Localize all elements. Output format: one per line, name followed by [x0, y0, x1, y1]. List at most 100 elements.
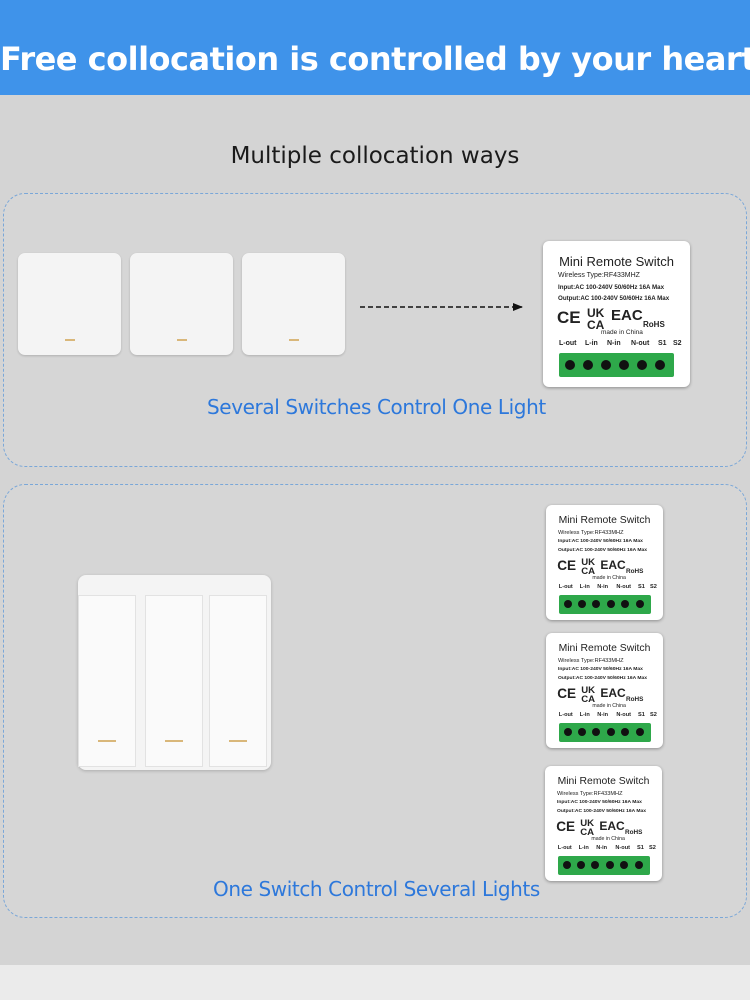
pin-label: L-in	[578, 845, 589, 852]
cert-mark: CE	[557, 686, 577, 702]
module-title: Mini Remote Switch	[559, 254, 674, 269]
module-wireless: Wireless Type:RF433MHZ	[558, 657, 624, 664]
module-output: Output:AC 100-240V 50/60Hz 16A Max	[558, 548, 648, 554]
pin-label: N-in	[596, 845, 608, 852]
screw-hole	[562, 861, 571, 870]
pin-label: S2	[649, 845, 656, 852]
pin-label: N-out	[631, 340, 650, 347]
cert-mark: CE	[557, 558, 577, 574]
cert-mark: RoHS	[643, 320, 665, 329]
module-made-in: made in China	[591, 836, 625, 843]
cert-mark: UK CA	[587, 306, 605, 332]
pin-label: S1	[658, 340, 667, 347]
indicator-light	[229, 740, 247, 742]
pin-label: S1	[638, 584, 645, 591]
screw-hole	[620, 861, 629, 870]
module-output: Output:AC 100-240V 50/60Hz 16A Max	[557, 809, 647, 815]
screw-hole	[606, 600, 615, 609]
three-gang-switch	[78, 575, 271, 770]
screw-hole	[592, 728, 601, 737]
module-input: Input:AC 100-240V 50/60Hz 16A Max	[558, 667, 643, 673]
caption-one-switch: One Switch Control Several Lights	[213, 877, 540, 901]
module-title: Mini Remote Switch	[558, 643, 651, 655]
screw-hole	[591, 861, 600, 870]
terminal-block	[558, 722, 651, 742]
screw-hole	[621, 600, 630, 609]
module-wireless: Wireless Type:RF433MHZ	[558, 529, 624, 536]
section-subtitle: Multiple collocation ways	[230, 143, 520, 169]
screw-hole	[563, 600, 572, 609]
module-wireless: Wireless Type:RF433MHZ	[557, 790, 623, 797]
page-title: Free collocation is controlled by your h…	[0, 40, 750, 78]
cert-mark: EAC	[600, 685, 626, 700]
pin-label: L-out	[558, 584, 573, 591]
cert-mark: RoHS	[626, 568, 644, 575]
screw-hole	[621, 728, 630, 737]
module-wireless: Wireless Type:RF433MHZ	[558, 272, 640, 279]
pin-label: S2	[650, 712, 657, 719]
terminal-block	[559, 353, 674, 377]
pin-label: S2	[650, 584, 657, 591]
screw-hole	[635, 728, 644, 737]
switch-gang	[78, 595, 136, 767]
screw-hole	[619, 360, 629, 370]
screw-hole	[601, 360, 611, 370]
indicator-light	[64, 339, 75, 341]
module-output: Output:AC 100-240V 50/60Hz 16A Max	[558, 295, 670, 302]
switch-gang	[209, 595, 267, 767]
header-banner: Free collocation is controlled by your h…	[0, 0, 750, 95]
screw-hole	[634, 861, 643, 870]
pin-label: S1	[638, 712, 645, 719]
screw-hole	[655, 360, 665, 370]
screw-hole	[583, 360, 593, 370]
screw-hole	[605, 861, 614, 870]
bottom-strip	[0, 965, 750, 1000]
screw-hole	[563, 728, 572, 737]
cert-mark: CE	[556, 819, 576, 835]
screw-hole	[577, 600, 586, 609]
module-made-in: made in China	[601, 329, 643, 336]
module-input: Input:AC 100-240V 50/60Hz 16A Max	[558, 284, 665, 291]
terminal-block	[558, 594, 651, 614]
caption-several-switches: Several Switches Control One Light	[207, 395, 546, 419]
cert-mark: EAC	[599, 818, 625, 833]
pin-label: N-out	[616, 584, 631, 591]
switch-gang	[145, 595, 203, 767]
cert-mark: RoHS	[625, 829, 643, 836]
indicator-light	[176, 339, 187, 341]
module-output: Output:AC 100-240V 50/60Hz 16A Max	[558, 676, 648, 682]
screw-hole	[637, 360, 647, 370]
module-title: Mini Remote Switch	[557, 776, 650, 788]
indicator-light	[165, 740, 183, 742]
pin-label: N-in	[597, 584, 609, 591]
pin-label: N-out	[616, 712, 631, 719]
module-made-in: made in China	[592, 575, 626, 582]
wall-switch	[242, 253, 345, 355]
indicator-light	[288, 339, 299, 341]
screw-hole	[576, 861, 585, 870]
pin-label: L-in	[579, 584, 590, 591]
wall-switch	[130, 253, 233, 355]
screw-hole	[565, 360, 575, 370]
module-input: Input:AC 100-240V 50/60Hz 16A Max	[558, 539, 643, 545]
pin-label: S1	[637, 845, 644, 852]
pin-label: N-in	[597, 712, 609, 719]
cert-mark: RoHS	[626, 696, 644, 703]
cert-mark: EAC	[600, 557, 626, 572]
cert-mark: CE	[557, 308, 581, 327]
cert-mark: UK CA	[581, 684, 596, 706]
screw-hole	[635, 600, 644, 609]
cert-mark: UK CA	[580, 817, 595, 839]
pin-label: L-in	[585, 340, 598, 347]
wall-switch	[18, 253, 121, 355]
pin-label: L-out	[558, 712, 573, 719]
pin-label: L-out	[559, 340, 577, 347]
pin-label: N-out	[615, 845, 630, 852]
screw-hole	[577, 728, 586, 737]
pin-label: N-in	[607, 340, 621, 347]
indicator-light	[98, 740, 116, 742]
